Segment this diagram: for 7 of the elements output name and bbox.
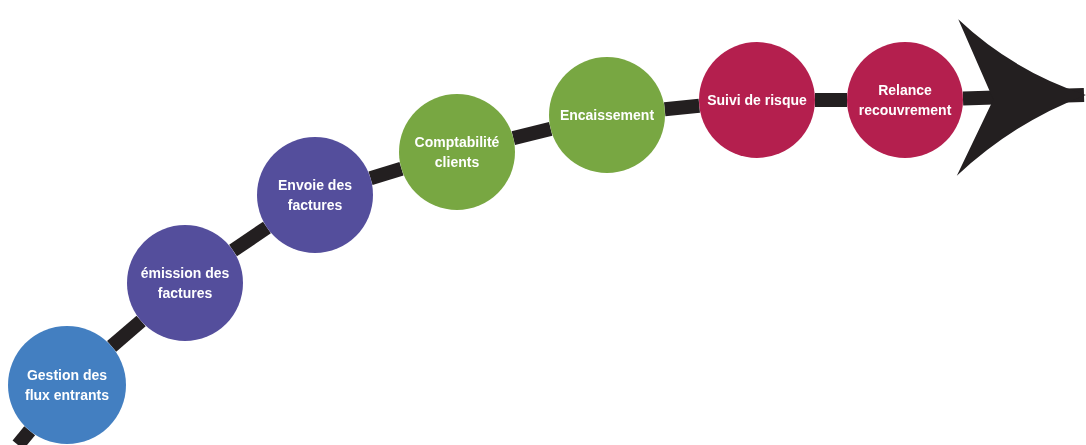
step-label: Relance recouvrement <box>857 81 953 120</box>
step-label: Encaissement <box>559 106 655 125</box>
step-label: Comptabilité clients <box>413 133 501 172</box>
step-label: Gestion des flux entrants <box>24 366 110 405</box>
step-label: émission des factures <box>139 264 231 303</box>
step-label: Suivi de risque <box>707 91 807 110</box>
step-label: Envoie des factures <box>277 176 353 215</box>
